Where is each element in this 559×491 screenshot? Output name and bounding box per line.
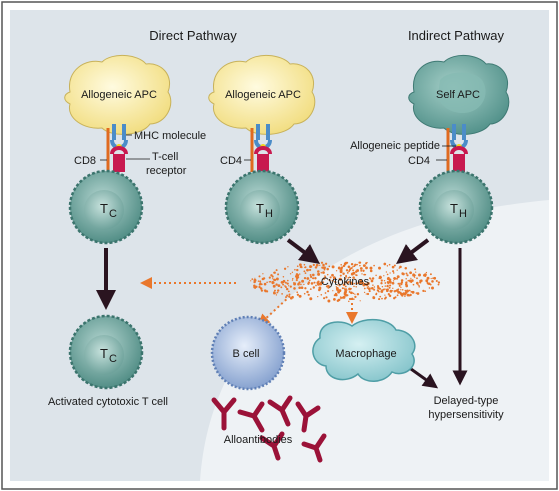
activated-cytotoxic-label: Activated cytotoxic T cell [48,396,168,408]
dth-label-1: Delayed-type [434,395,499,407]
mhc-molecule-1 [112,124,126,140]
arrow-th-cytokines-indirect [396,238,430,264]
tc-label-2: T [100,346,108,361]
heading-indirect-pathway: Indirect Pathway [408,28,505,43]
cd8-label: CD8 [74,155,96,167]
t-cell-cytotoxic: T C [68,169,144,245]
mhc-molecule-label: MHC molecule [134,130,206,142]
antibody-5 [259,431,285,461]
alloantibodies [211,395,327,463]
apc-1-label: Allogeneic APC [81,89,157,101]
th-label-1: T [256,201,264,216]
th-sub-2: H [459,208,467,220]
cytokines-label: Cytokines [321,276,370,288]
receptor-complex-3 [436,124,468,172]
receptor-complex-1 [100,124,150,172]
th-sub-1: H [265,208,273,220]
t-cell-receptor-label-1: T-cell [152,151,178,163]
b-cell: B cell [210,315,286,391]
antibody-1 [211,397,237,431]
t-cell-receptor-label-2: receptor [146,165,187,177]
antibody-4 [295,401,321,433]
self-apc-label: Self APC [436,89,480,101]
tc-sub-2: C [109,353,117,365]
macrophage: Macrophage [312,318,416,382]
self-apc: Self APC [408,55,510,135]
antibody-2 [237,401,265,433]
b-cell-label: B cell [233,348,260,360]
cytokine-cloud [250,261,441,303]
allogeneic-peptide-label: Allogeneic peptide [350,140,440,152]
antibody-3 [267,395,293,427]
tc-sub-1: C [109,208,117,220]
tc-label-1: T [100,201,108,216]
allogeneic-apc-1: Allogeneic APC [64,55,172,135]
apc-2-label: Allogeneic APC [225,89,301,101]
dth-label-2: hypersensitivity [428,409,504,421]
t-cell-helper-direct: T H [224,169,300,245]
cd4-label-middle: CD4 [220,155,242,167]
cytokine-arrow-bcell [257,295,291,327]
activated-cytotoxic-t-cell: T C [68,314,144,390]
arrow-th-cytokines-direct [286,238,320,264]
cd4-label-right: CD4 [408,155,430,167]
t-cell-receptor-1 [113,154,125,172]
allogeneic-apc-2: Allogeneic APC [208,55,316,135]
receptor-complex-2 [244,124,272,172]
alloantibodies-label: Alloantibodies [224,434,293,446]
heading-direct-pathway: Direct Pathway [149,28,237,43]
antibody-6 [301,433,327,463]
th-label-2: T [450,201,458,216]
macrophage-label: Macrophage [335,348,396,360]
t-cell-helper-indirect: T H [418,169,494,245]
